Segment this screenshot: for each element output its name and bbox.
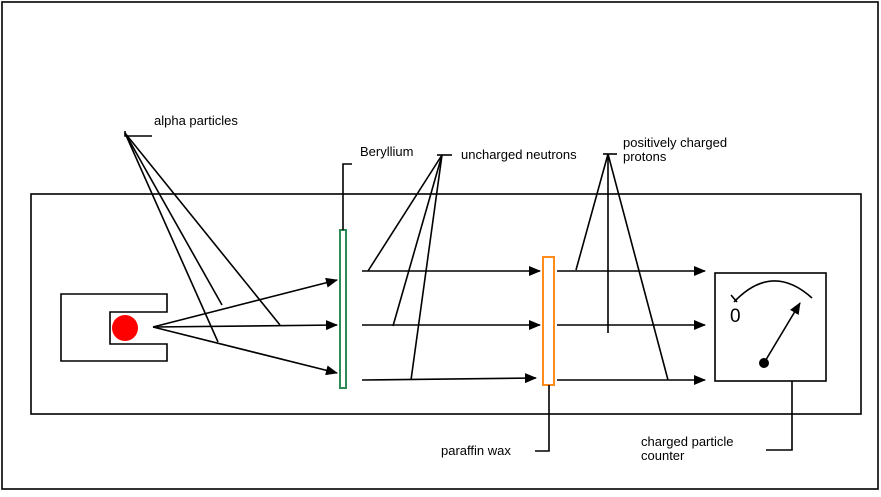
counter-callout: charged particle counter [641, 381, 793, 463]
counter-needle-pivot [759, 358, 769, 368]
alpha-pointer-3 [124, 132, 219, 343]
beryllium-leader [342, 163, 352, 230]
proton-pointer-3 [607, 153, 669, 381]
counter-box [714, 272, 827, 382]
counter-zero-label: 0 [730, 306, 741, 327]
neutron-pointer-1 [367, 154, 443, 272]
alpha-pointer-1 [124, 132, 281, 326]
paraffin-wax-label: paraffin wax [441, 443, 511, 458]
uncharged-neutrons-callout: uncharged neutrons [367, 147, 577, 381]
counter-dial-zero-tick [730, 294, 738, 303]
positively-charged-label: positively charged [623, 135, 727, 150]
counter-label: counter [641, 448, 685, 463]
alpha-particles-callout: alpha particles [124, 113, 281, 343]
neutron-pointer-3 [410, 154, 443, 381]
alpha-particles-label-tick [124, 131, 152, 137]
alpha-beam-middle [152, 320, 338, 331]
alpha-beam-lower [152, 326, 338, 376]
charged-particle-label: charged particle [641, 434, 734, 449]
counter-dial-scale [733, 280, 813, 303]
charged-particle-counter: 0 [714, 272, 827, 382]
proton-beams [557, 266, 706, 385]
beryllium-plate [339, 229, 347, 389]
neutron-beam-lower [361, 373, 537, 384]
counter-needle [763, 302, 801, 364]
source-holder [60, 293, 168, 362]
apparatus-chamber [30, 193, 862, 415]
neutron-beams [361, 266, 541, 384]
alpha-particles-label: alpha particles [154, 113, 238, 128]
proton-pointer-1 [575, 153, 609, 271]
polonium-source [112, 315, 138, 341]
paraffin-wax-block [542, 256, 555, 386]
paraffin-leader [535, 385, 550, 452]
alpha-beam-upper [152, 277, 338, 328]
beryllium-callout: Beryllium [342, 144, 413, 230]
counter-leader [766, 381, 793, 451]
paraffin-wax-callout: paraffin wax [441, 385, 550, 458]
uncharged-neutrons-label: uncharged neutrons [461, 147, 577, 162]
alpha-pointer-2 [124, 132, 223, 306]
beryllium-label: Beryllium [360, 144, 413, 159]
protons-label: protons [623, 149, 667, 164]
protons-callout: positively charged protons [575, 135, 727, 381]
neutron-pointer-2 [392, 154, 443, 327]
alpha-particle-beams [152, 277, 338, 376]
